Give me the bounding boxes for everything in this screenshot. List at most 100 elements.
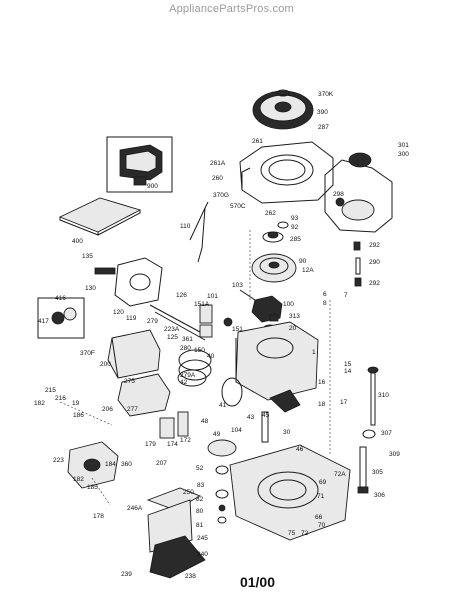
cam-parts — [207, 439, 237, 524]
part-label-416: 416 — [55, 295, 66, 302]
part-label-178: 178 — [93, 513, 104, 520]
oil-sump — [229, 444, 351, 541]
oil-fill-tube — [357, 446, 369, 494]
cylinder-head — [107, 329, 161, 379]
part-label-83: 83 — [197, 482, 205, 489]
part-label-16: 16 — [318, 379, 326, 386]
part-label-92: 92 — [291, 224, 299, 231]
part-label-174: 174 — [167, 441, 178, 448]
part-label-126: 126 — [176, 292, 187, 299]
part-label-280: 280 — [180, 345, 191, 352]
part-label-41: 41 — [219, 402, 227, 409]
part-label-390: 390 — [317, 109, 328, 116]
part-label-119: 119 — [126, 315, 137, 322]
part-label-277: 277 — [127, 406, 138, 413]
engine-block — [177, 321, 319, 401]
watermark: AppliancePartsPros.com — [169, 3, 294, 15]
part-label-215: 215 — [45, 387, 56, 394]
part-label-7: 7 — [344, 292, 348, 299]
date-code: 01/00 — [239, 574, 275, 590]
part-label-130: 130 — [85, 285, 96, 292]
part-label-250: 250 — [183, 489, 194, 496]
part-label-172: 172 — [180, 437, 191, 444]
part-label-81: 81 — [196, 522, 204, 529]
part-label-150: 150 — [194, 347, 205, 354]
part-label-361: 361 — [182, 336, 193, 343]
part-label-70: 70 — [318, 522, 326, 529]
part-label-417: 417 — [38, 318, 49, 325]
part-label-100: 100 — [283, 301, 294, 308]
part-label-8: 8 — [323, 300, 327, 307]
part-label-240: 240 — [197, 551, 208, 558]
part-label-40: 40 — [207, 353, 215, 360]
gasket-small — [159, 417, 175, 439]
part-label-216: 216 — [55, 395, 66, 402]
part-label-223: 223 — [53, 457, 64, 464]
part-label-238: 238 — [185, 573, 196, 580]
part-label-103: 103 — [232, 282, 243, 289]
part-labels: 370K390287261261A260301300298900370G570C… — [34, 91, 409, 580]
part-label-20: 20 — [289, 325, 297, 332]
spacer — [177, 411, 189, 437]
part-label-69: 69 — [319, 479, 327, 486]
part-label-570c: 570C — [230, 203, 246, 210]
part-label-307: 307 — [381, 430, 392, 437]
part-label-82: 82 — [196, 496, 204, 503]
part-label-151: 151 — [232, 326, 243, 333]
part-label-400: 400 — [72, 238, 83, 245]
part-label-17: 17 — [340, 399, 348, 406]
part-label-185: 185 — [87, 484, 98, 491]
part-label-14: 14 — [344, 368, 352, 375]
part-label-46: 46 — [296, 446, 304, 453]
air-cleaner-base — [117, 373, 171, 417]
part-label-310: 310 — [378, 392, 389, 399]
part-label-279: 279 — [147, 318, 158, 325]
part-label-262: 262 — [265, 210, 276, 217]
recoil-starter — [252, 89, 314, 130]
part-label-309: 309 — [389, 451, 400, 458]
part-label-30: 30 — [283, 429, 291, 436]
part-label-245: 245 — [197, 535, 208, 542]
carburetor — [67, 441, 119, 489]
part-label-298: 298 — [333, 191, 344, 198]
valve-train — [149, 304, 233, 341]
part-label-370g: 370G — [213, 192, 229, 199]
governor-link — [189, 201, 209, 263]
gasket-set — [58, 197, 142, 236]
part-label-261a: 261A — [210, 160, 226, 167]
flywheel — [251, 253, 297, 283]
part-label-120: 120 — [113, 309, 124, 316]
part-label-206: 206 — [102, 406, 113, 413]
part-label-72a: 72A — [334, 471, 346, 478]
part-label-223a: 223A — [164, 326, 180, 333]
part-label-42: 42 — [180, 379, 188, 386]
part-label-104: 104 — [231, 427, 242, 434]
part-label-52: 52 — [196, 465, 204, 472]
part-label-275: 275 — [124, 378, 135, 385]
part-label-290: 290 — [369, 259, 380, 266]
part-label-184: 184 — [105, 461, 116, 468]
part-label-12a: 12A — [302, 267, 314, 274]
leader-line — [91, 477, 111, 506]
part-label-151a: 151A — [194, 301, 210, 308]
part-label-19: 19 — [72, 400, 80, 407]
part-label-260: 260 — [212, 175, 223, 182]
gasket-inset — [37, 297, 85, 339]
part-label-287: 287 — [318, 124, 329, 131]
part-label-370f: 370F — [80, 350, 95, 357]
part-label-66: 66 — [315, 514, 323, 521]
engine-cover — [324, 152, 393, 233]
part-label-239: 239 — [121, 571, 132, 578]
part-label-370k: 370K — [318, 91, 334, 98]
part-label-93: 93 — [291, 215, 299, 222]
blower-housing — [239, 141, 334, 204]
part-label-207: 207 — [156, 460, 167, 467]
part-label-72: 72 — [301, 530, 309, 537]
part-label-6: 6 — [323, 291, 327, 298]
part-label-200: 200 — [100, 361, 111, 368]
part-label-1: 1 — [312, 349, 316, 356]
part-label-900: 900 — [147, 183, 158, 190]
brake-assembly — [353, 241, 362, 287]
crankshaft — [221, 377, 301, 443]
